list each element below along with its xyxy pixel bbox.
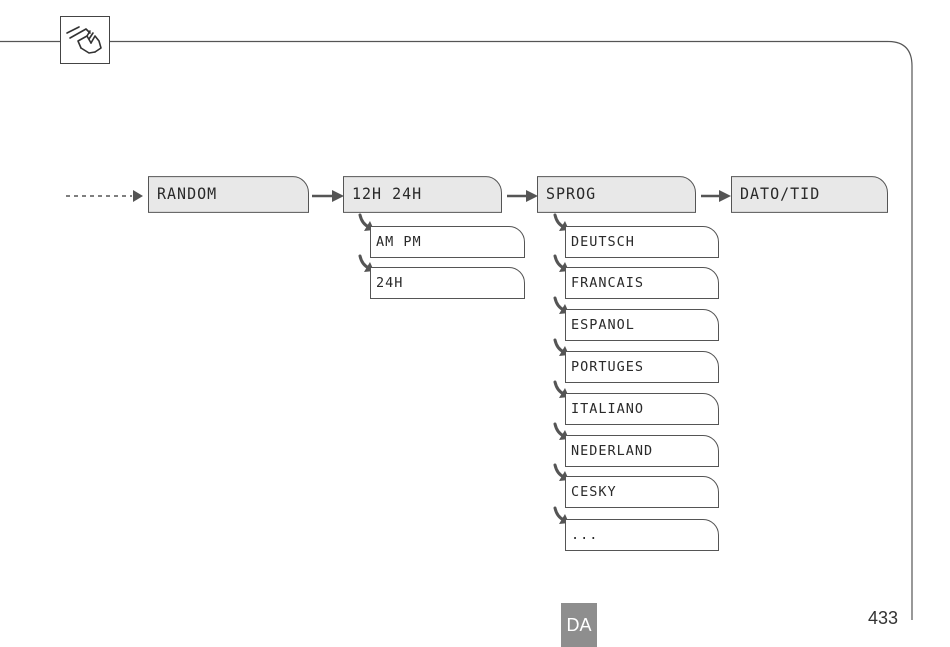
language-option-item: CESKY: [565, 476, 719, 508]
language-option-label: NEDERLAND: [571, 443, 654, 459]
language-option-label: ESPANOL: [571, 317, 635, 333]
menu-date-time-label: DATO/TID: [740, 184, 821, 204]
language-badge: DA: [561, 603, 597, 647]
language-option-label: DEUTSCH: [571, 234, 635, 250]
page-number: 433: [867, 608, 898, 628]
language-option-item: NEDERLAND: [565, 435, 719, 467]
language-option-label: CESKY: [571, 484, 617, 500]
menu-random: RANDOM: [148, 176, 309, 213]
clock-option-label: 24H: [376, 275, 404, 291]
clock-option-label: AM PM: [376, 234, 422, 250]
hand-icon-box: [60, 16, 110, 64]
language-option-item: DEUTSCH: [565, 226, 719, 258]
language-option-item: ITALIANO: [565, 393, 719, 425]
clock-option-item: 24H: [370, 267, 525, 299]
clock-option-item: AM PM: [370, 226, 525, 258]
language-option-item: PORTUGES: [565, 351, 719, 383]
menu-language: SPROG: [537, 176, 696, 213]
language-option-label: FRANCAIS: [571, 275, 645, 291]
language-option-item: FRANCAIS: [565, 267, 719, 299]
menu-language-label: SPROG: [546, 184, 597, 204]
menu-date-time: DATO/TID: [731, 176, 888, 213]
language-option-label: ...: [571, 527, 599, 543]
hand-icon: [66, 26, 102, 54]
language-option-item: ESPANOL: [565, 309, 719, 341]
language-option-label: PORTUGES: [571, 359, 645, 375]
language-option-item: ...: [565, 519, 719, 551]
menu-clock-format-label: 12H 24H: [352, 184, 423, 204]
menu-random-label: RANDOM: [157, 184, 218, 204]
menu-clock-format: 12H 24H: [343, 176, 502, 213]
language-option-label: ITALIANO: [571, 401, 645, 417]
